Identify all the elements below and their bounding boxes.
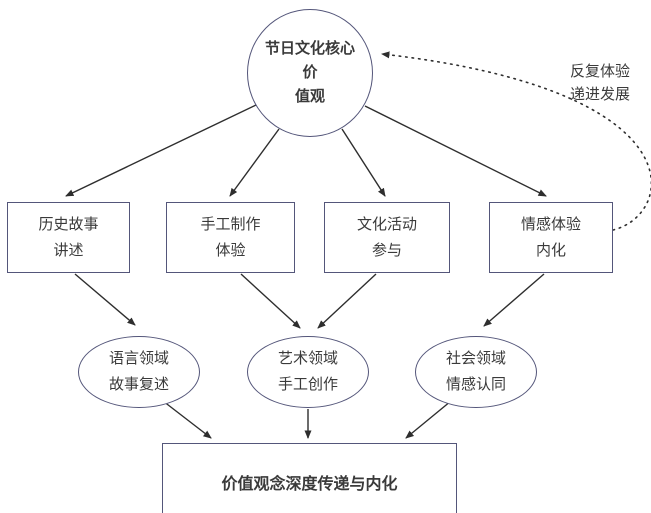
node-label: 讲述 bbox=[53, 241, 84, 259]
node-social-domain: 社会领域 情感认同 bbox=[415, 336, 537, 408]
arrow-social-to-outcome bbox=[405, 400, 452, 439]
node-label: 文化活动 bbox=[356, 215, 417, 233]
node-emotional-internalization: 情感体验 内化 bbox=[489, 202, 613, 273]
arrow-root-to-history bbox=[65, 104, 257, 197]
node-label: 语言领域 bbox=[108, 350, 169, 367]
arrow-history-to-language bbox=[74, 273, 136, 326]
node-label: 值观 bbox=[294, 88, 325, 105]
arrow-language-to-outcome bbox=[162, 400, 212, 439]
node-label: 体验 bbox=[215, 241, 246, 259]
node-label: 内化 bbox=[535, 241, 566, 259]
node-label: 故事复述 bbox=[108, 376, 169, 393]
arrow-emotion-to-social bbox=[483, 273, 545, 327]
node-outcome-value-transmission: 价值观念深度传递与内化 bbox=[162, 443, 457, 513]
node-label: 价值观念深度传递与内化 bbox=[221, 476, 398, 493]
node-label: 情感认同 bbox=[445, 376, 506, 393]
node-handcraft-experience: 手工制作 体验 bbox=[166, 202, 295, 273]
node-label: 参与 bbox=[371, 241, 402, 259]
node-label: 艺术领域 bbox=[277, 350, 338, 367]
node-label: 情感体验 bbox=[520, 215, 581, 233]
arrow-root-to-handcraft bbox=[229, 128, 280, 197]
node-art-domain: 艺术领域 手工创作 bbox=[247, 336, 369, 408]
node-label: 历史故事 bbox=[38, 215, 99, 233]
node-label: 社会领域 bbox=[445, 350, 506, 367]
node-label: 手工创作 bbox=[277, 376, 338, 393]
node-language-domain: 语言领域 故事复述 bbox=[78, 336, 200, 408]
node-root-core-values: 节日文化核心价 值观 bbox=[247, 9, 373, 137]
arrow-handcraft-to-art bbox=[240, 273, 301, 329]
feedback-label-line: 反复体验 bbox=[570, 63, 631, 80]
arrow-root-to-emotion bbox=[364, 105, 547, 197]
feedback-loop-label: 反复体验 递进发展 bbox=[570, 60, 651, 106]
node-label: 节日文化核心价 bbox=[264, 40, 355, 81]
node-label: 手工制作 bbox=[200, 215, 261, 233]
arrow-activity-to-art bbox=[317, 273, 377, 329]
node-history-storytelling: 历史故事 讲述 bbox=[7, 202, 130, 273]
node-cultural-activity: 文化活动 参与 bbox=[324, 202, 450, 273]
arrow-root-to-activity bbox=[341, 128, 386, 197]
feedback-label-line: 递进发展 bbox=[570, 86, 631, 103]
